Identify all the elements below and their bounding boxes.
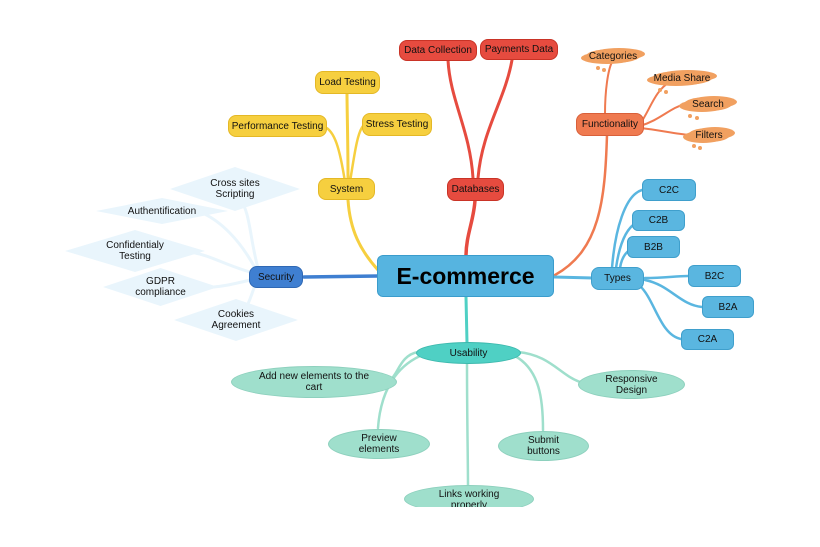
edge-central-security xyxy=(302,274,380,279)
branch-functionality[interactable]: Functionality xyxy=(576,113,644,136)
branch-security[interactable]: Security xyxy=(249,266,303,288)
edge-system-stress xyxy=(348,123,366,184)
edge-func-media xyxy=(639,81,671,125)
edge-types-c2a xyxy=(638,284,683,341)
central-topic[interactable]: E-commerce xyxy=(377,255,554,297)
edge-central-types xyxy=(552,275,595,280)
edge-central-functionality xyxy=(553,133,609,277)
leaf-b2c[interactable]: B2C xyxy=(688,265,741,287)
edge-databases-payments xyxy=(476,58,514,180)
branch-types[interactable]: Types xyxy=(591,267,644,290)
branch-system[interactable]: System xyxy=(318,178,375,200)
edge-types-b2c xyxy=(643,274,690,280)
leaf-responsive-design[interactable]: Responsive Design xyxy=(578,370,685,399)
edge-central-databases xyxy=(464,198,477,258)
leaf-b2b[interactable]: B2B xyxy=(627,236,680,258)
leaf-filters[interactable]: Filters xyxy=(688,128,730,142)
leaf-b2a[interactable]: B2A xyxy=(702,296,754,318)
edge-use-responsive xyxy=(516,350,582,384)
leaf-preview-elements[interactable]: Preview elements xyxy=(328,429,430,459)
leaf-c2b[interactable]: C2B xyxy=(632,210,685,231)
leaf-search[interactable]: Search xyxy=(684,97,732,111)
edge-system-performance xyxy=(321,124,347,184)
leaf-payments-data[interactable]: Payments Data xyxy=(480,39,558,60)
edge-use-submit xyxy=(513,354,545,432)
edge-system-load xyxy=(345,91,350,180)
leaf-categories[interactable]: Categories xyxy=(586,49,640,63)
leaf-c2a[interactable]: C2A xyxy=(681,329,734,350)
edge-func-search xyxy=(639,103,686,127)
leaf-data-collection[interactable]: Data Collection xyxy=(399,40,477,61)
edge-sec-auth xyxy=(198,210,257,270)
leaf-c2c[interactable]: C2C xyxy=(642,179,696,201)
bottom-crop-band xyxy=(0,507,820,547)
leaf-stress-testing[interactable]: Stress Testing xyxy=(362,113,432,136)
edge-central-usability xyxy=(464,295,469,345)
edge-func-filters xyxy=(639,127,691,136)
edge-central-system xyxy=(346,198,380,272)
branch-usability[interactable]: Usability xyxy=(416,342,521,364)
branch-databases[interactable]: Databases xyxy=(447,178,504,201)
edge-types-c2c xyxy=(610,188,644,270)
edge-use-links xyxy=(465,361,470,490)
leaf-submit-buttons[interactable]: Submit buttons xyxy=(498,431,589,461)
edge-func-categories xyxy=(604,61,613,115)
leaf-performance-testing[interactable]: Performance Testing xyxy=(228,115,327,137)
leaf-load-testing[interactable]: Load Testing xyxy=(315,71,380,94)
leaf-add-new-elements[interactable]: Add new elements to the cart xyxy=(231,366,397,398)
edge-types-b2a xyxy=(643,278,704,309)
edge-databases-collection xyxy=(446,58,475,180)
leaf-media-share[interactable]: Media Share xyxy=(652,71,712,85)
edge-sec-conf xyxy=(188,250,252,274)
